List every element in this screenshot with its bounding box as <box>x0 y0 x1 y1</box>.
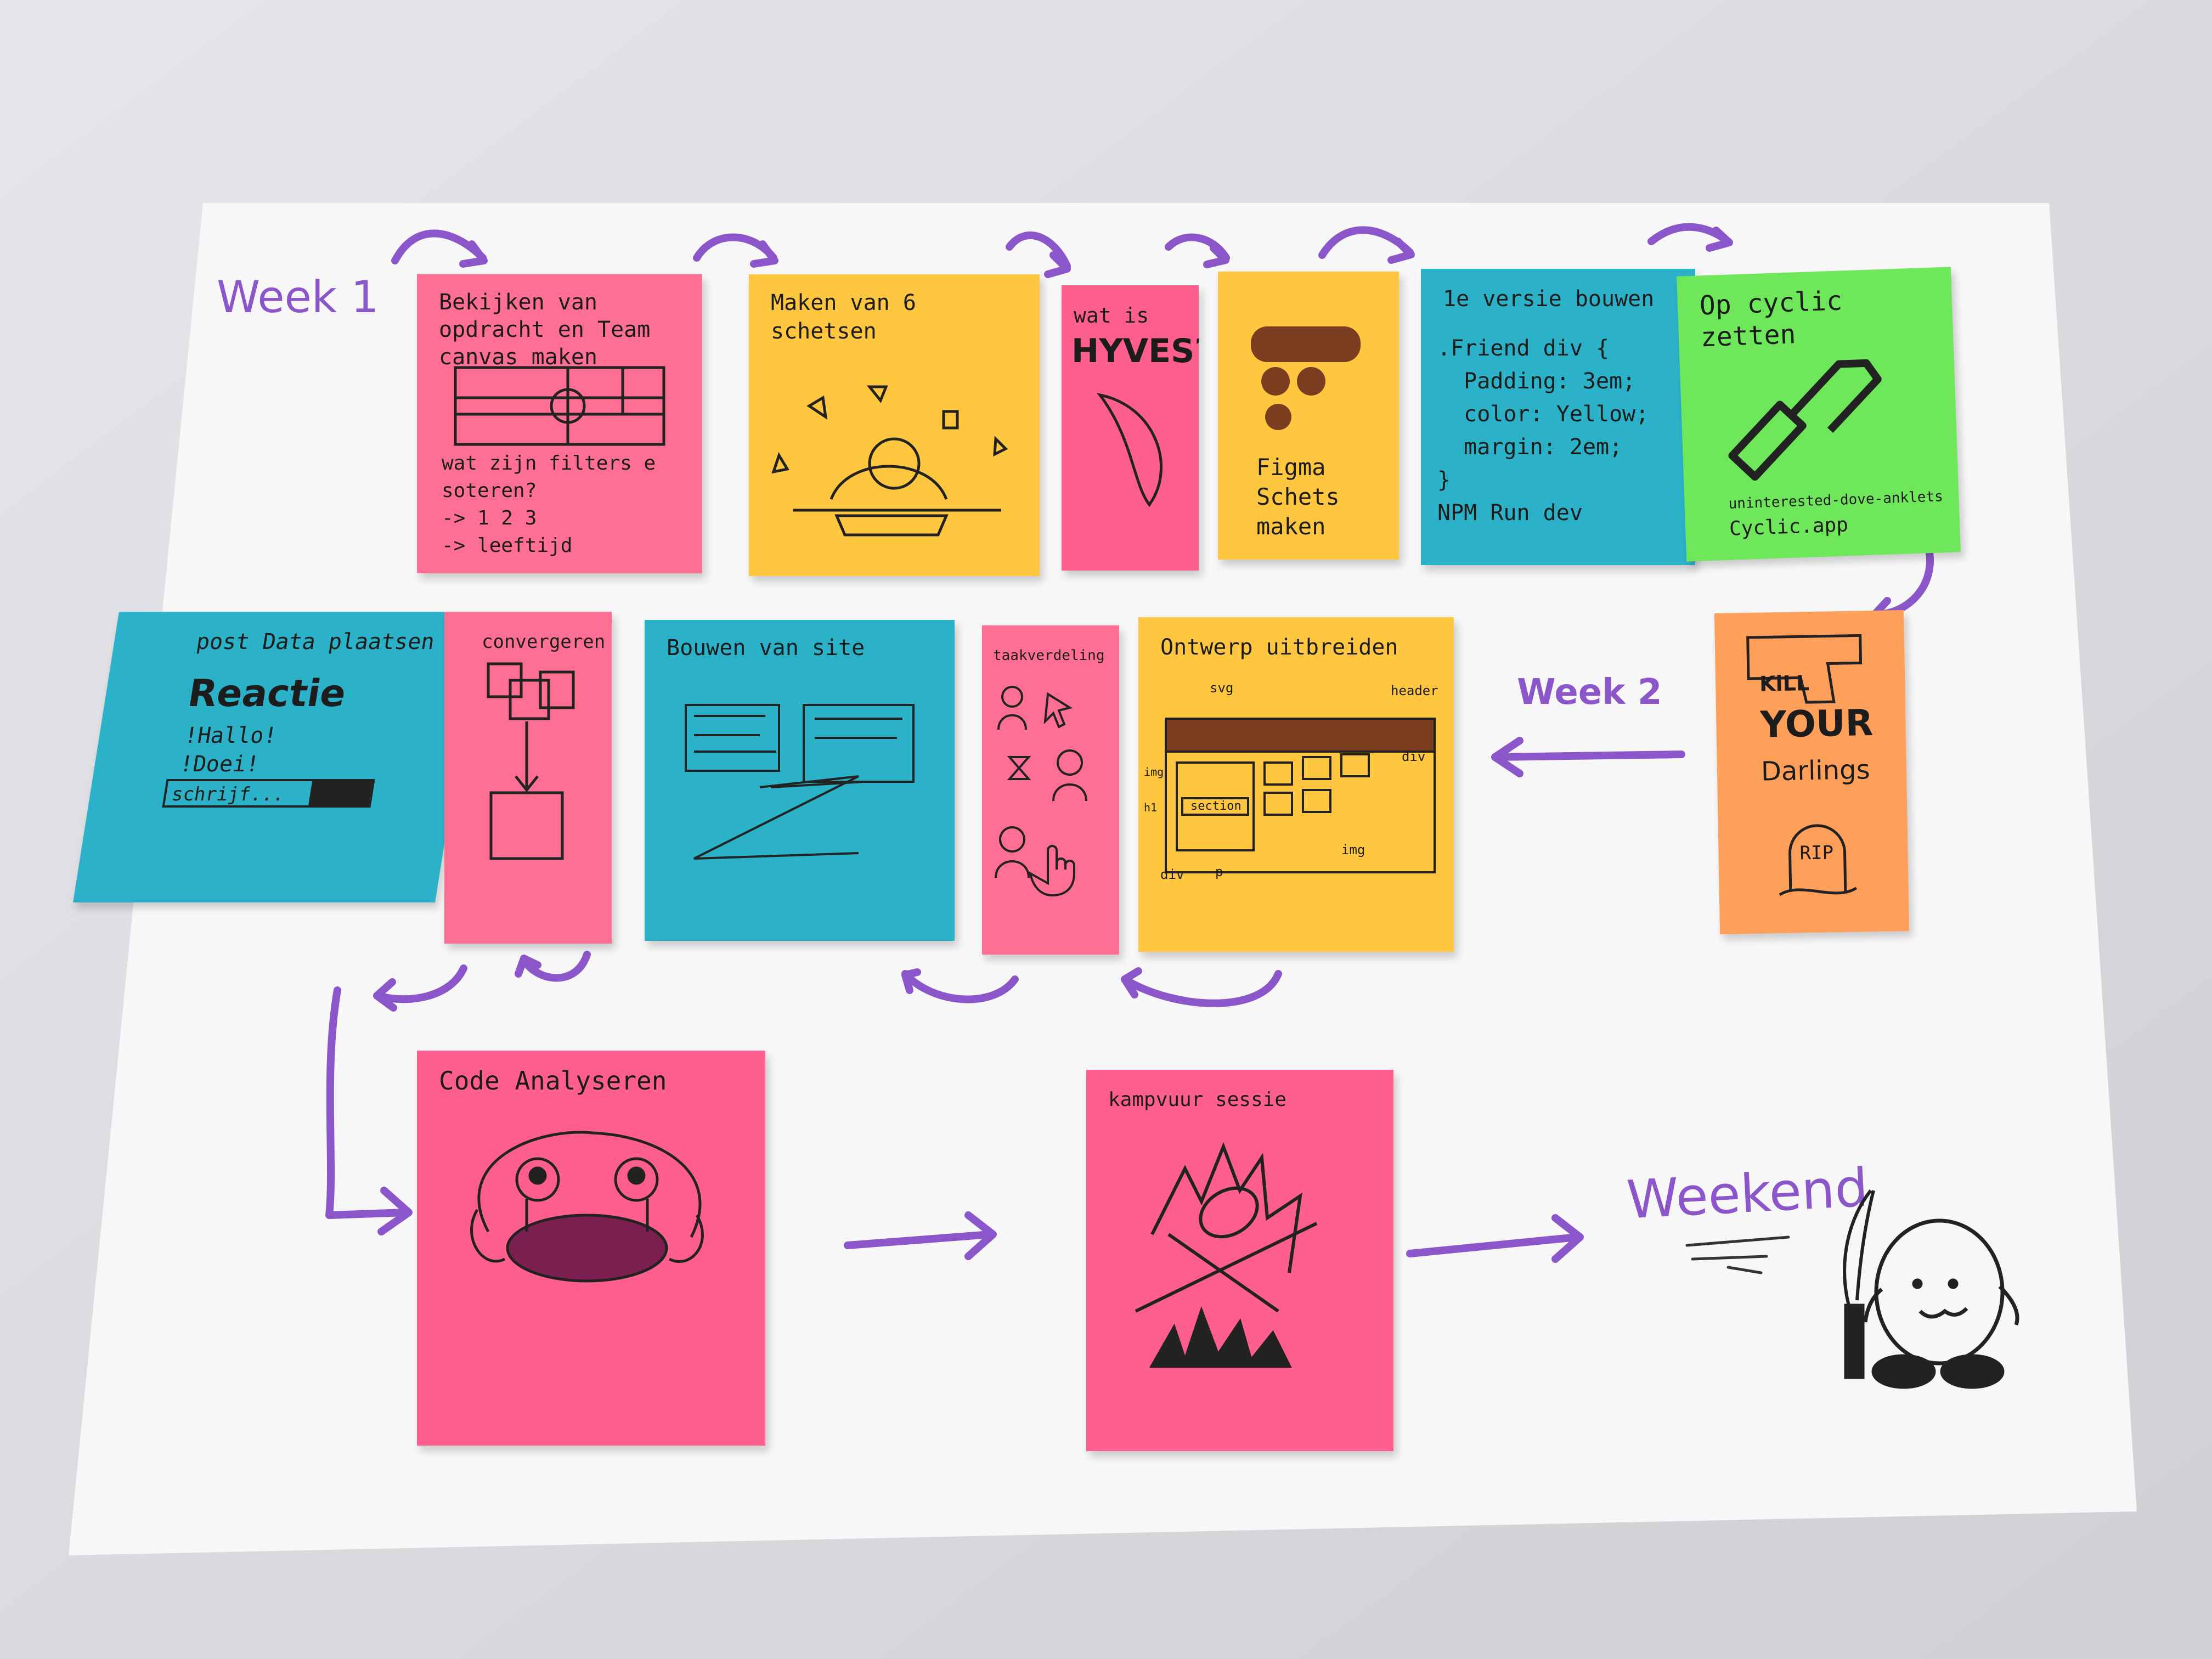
note-line: margin: 2em; <box>1437 435 1623 460</box>
note-line: .Friend div { <box>1437 336 1610 361</box>
wireframe-sketch <box>1165 718 1436 873</box>
arrow-curve <box>373 964 467 1012</box>
tombstone-drawing <box>1779 824 1858 896</box>
campfire-drawing <box>1135 1142 1318 1368</box>
note-line: wat zijn filters e <box>442 452 656 475</box>
arrow-down-right <box>325 986 413 1235</box>
arrow-left <box>1491 737 1685 777</box>
note-code: Code Analyseren <box>417 1051 765 1446</box>
arrow-curve <box>1647 223 1733 252</box>
link-icon <box>1728 359 1882 481</box>
note-line: color: Yellow; <box>1437 402 1649 427</box>
note-title: 1e versie bouwen <box>1443 286 1655 312</box>
note-line: Schets <box>1256 483 1340 510</box>
tag-label: div <box>1402 749 1426 764</box>
note-bekijken: Bekijken van opdracht en Team canvas mak… <box>417 274 702 573</box>
note-taak: taakverdeling <box>982 625 1119 955</box>
tag-label: div <box>1160 867 1184 882</box>
canvas-sketch <box>454 366 665 446</box>
arrow-curve <box>1121 967 1282 1007</box>
note-line: Padding: 3em; <box>1437 369 1636 394</box>
arrow-curve <box>1165 233 1230 268</box>
arrow-curve <box>515 951 591 982</box>
tag-label: svg <box>1210 680 1234 696</box>
figma-drawing <box>1251 326 1361 430</box>
tag-label: p <box>1215 864 1223 879</box>
note-bouwen: Bouwen van site <box>645 620 955 941</box>
hyves-text: HYVES? <box>1071 332 1199 370</box>
tag-label: img <box>1144 765 1164 778</box>
note-title: wat is <box>1074 303 1149 328</box>
note-versie: 1e versie bouwen .Friend div { Padding: … <box>1421 269 1695 565</box>
tag-label: h1 <box>1144 801 1158 814</box>
arrow-curve <box>901 968 1019 1003</box>
arrow-right <box>844 1211 997 1260</box>
sketches-drawing <box>771 385 1008 537</box>
note-line: } <box>1437 467 1451 493</box>
note-line: -> 1 2 3 <box>442 507 537 529</box>
note-figma: Figma Schets maken <box>1218 272 1399 560</box>
note-line: maken <box>1256 513 1326 540</box>
note-convergeren: convergeren <box>444 612 612 944</box>
note-kampvuur: kampvuur sessie <box>1086 1070 1393 1451</box>
converge-diagram <box>487 662 575 860</box>
tag-label: header <box>1391 683 1438 698</box>
note-line: soteren? <box>442 479 537 502</box>
note-hyves: wat is HYVES? <box>1062 285 1199 571</box>
tag-label: section <box>1190 799 1242 813</box>
note-title: Ontwerp uitbreiden <box>1160 635 1398 660</box>
note-title: taakverdeling <box>993 647 1105 664</box>
note-cyclic: Op cyclic zetten uninterested-dove-ankle… <box>1677 267 1961 562</box>
site-sketch <box>685 704 915 860</box>
note-title: kampvuur sessie <box>1108 1088 1287 1111</box>
note-line: -> leeftijd <box>442 534 573 557</box>
arrow-curve <box>1006 232 1071 278</box>
team-icons <box>995 686 1087 897</box>
note-title: Maken van 6 schetsen <box>771 290 916 344</box>
week2-label: Week 2 <box>1517 672 1662 713</box>
banana-drawing <box>1097 393 1163 507</box>
week1-label: Week 1 <box>217 272 379 323</box>
note-title: convergeren <box>482 631 606 653</box>
note-title: Code Analyseren <box>439 1066 667 1096</box>
crying-face-drawing <box>470 1131 704 1283</box>
note-schetsen: Maken van 6 schetsen <box>749 274 1040 576</box>
note-kill: KiLL YOUR Darlings RIP <box>1714 610 1910 934</box>
tag-label: img <box>1341 842 1365 857</box>
note-ontwerp: Ontwerp uitbreiden svg header div img h1… <box>1138 617 1454 952</box>
gun-drawing <box>1746 634 1863 704</box>
arrow-curve <box>391 229 488 268</box>
note-line: NPM Run dev <box>1437 500 1583 526</box>
note-title: Bouwen van site <box>667 635 865 661</box>
arrow-curve <box>693 233 778 268</box>
note-line: Figma <box>1256 454 1326 481</box>
arrow-right <box>1406 1214 1584 1263</box>
note-title: Bekijken van opdracht en Team canvas mak… <box>439 290 651 370</box>
weekend-underline <box>1685 1235 1790 1274</box>
arrow-curve <box>1318 226 1415 264</box>
